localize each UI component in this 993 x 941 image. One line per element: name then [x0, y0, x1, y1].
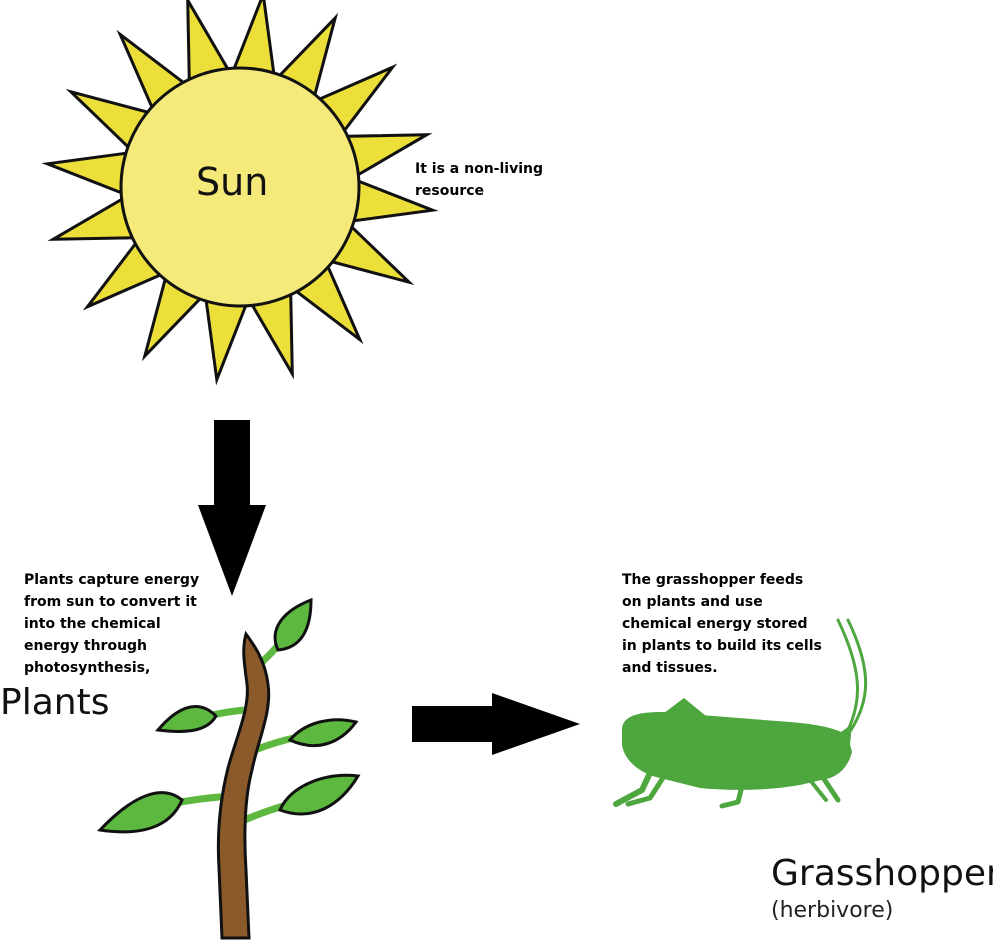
grasshopper-description: The grasshopper feeds on plants and use …: [622, 572, 822, 676]
sun-label: Sun: [196, 160, 269, 204]
plants-label: Plants: [0, 682, 110, 723]
arrow-plants-to-grasshopper: [412, 693, 580, 755]
plant-stem: [216, 630, 271, 940]
arrow-sun-to-plants: [198, 420, 266, 596]
sun-description: It is a non-living resource: [415, 161, 543, 199]
grasshopper-sublabel: (herbivore): [771, 898, 894, 923]
grasshopper-label: Grasshopper: [771, 853, 993, 894]
sun-illustration: [41, 0, 439, 386]
leaves: [96, 597, 361, 834]
plants-description: Plants capture energy from sun to conver…: [24, 572, 200, 676]
grasshopper-illustration: [613, 618, 868, 809]
plant-illustration: [96, 597, 361, 940]
sun-disc: [119, 66, 361, 308]
